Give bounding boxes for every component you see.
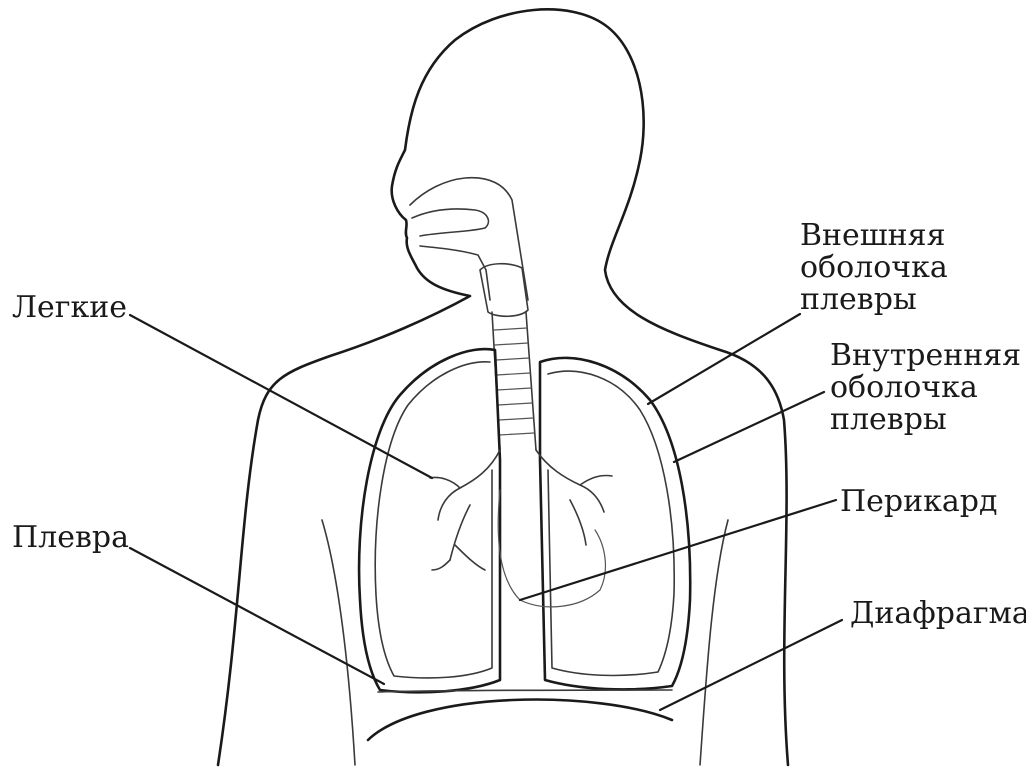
bronchial-tree-left: [430, 450, 500, 570]
right-arm-fold: [700, 520, 728, 765]
label-diaphragm: Диафрагма: [850, 598, 1026, 630]
label-lungs: Легкие: [12, 292, 127, 324]
leader-lungs: [130, 315, 432, 478]
label-outer-pleura: Внешняя оболочка плевры: [800, 220, 948, 316]
leader-outer-pleura: [648, 314, 800, 404]
right-lung-inner: [548, 371, 674, 675]
label-pericardium: Перикард: [840, 486, 997, 518]
left-lung-outer: [359, 349, 500, 692]
bronchial-tree-right: [536, 450, 612, 545]
larynx: [480, 264, 528, 317]
left-arm-fold: [322, 520, 355, 765]
diaphragm-upper: [378, 690, 672, 692]
body-outline: [218, 9, 788, 765]
mouth-cavity: [412, 209, 488, 236]
left-lung-inner: [375, 362, 492, 678]
diaphragm-arc: [368, 700, 672, 740]
label-pleura: Плевра: [12, 522, 129, 554]
leader-pleura: [130, 548, 384, 684]
leader-pericardium: [520, 500, 836, 600]
label-inner-pleura: Внутренняя оболочка плевры: [830, 340, 1021, 436]
leader-inner-pleura: [674, 392, 824, 462]
